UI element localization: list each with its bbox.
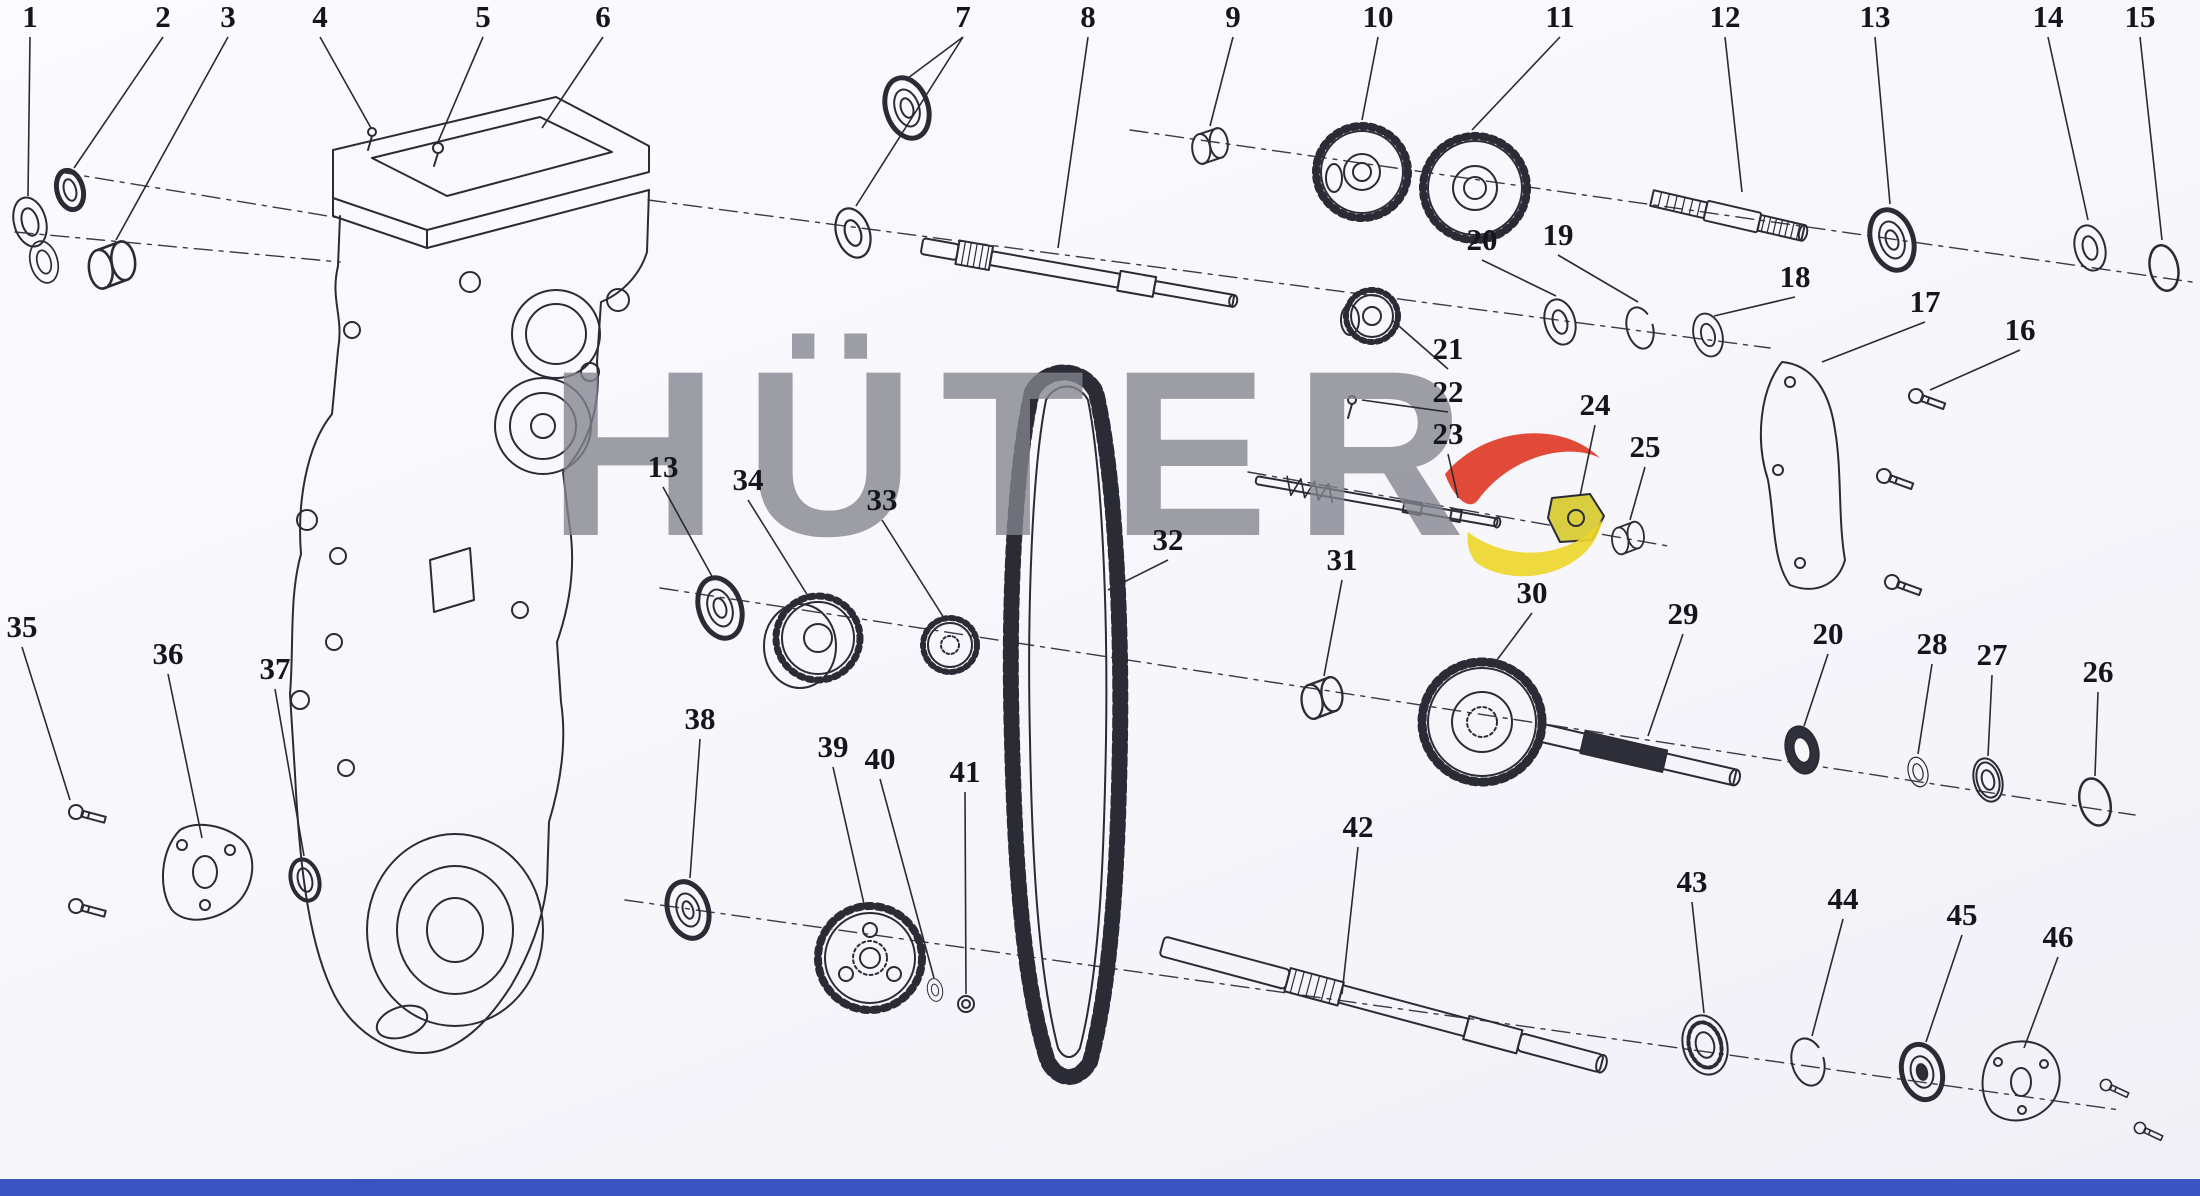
callout-label-10: 10 [1362,0,1394,35]
callout-label-37: 37 [259,651,291,687]
callout-label-43: 43 [1676,864,1708,900]
bolts-35 [66,802,108,922]
o-ring-26 [2077,777,2113,827]
bearing-43 [1681,1014,1729,1076]
callout-label-1: 1 [22,0,38,35]
seal-20 [1538,294,1582,350]
callout-label-27: 27 [1976,637,2008,673]
hub-gear-21 [1340,287,1401,345]
sprocket-34 [763,592,864,689]
lower-shaft-42 [1159,936,1608,1074]
gear-30 [1417,657,1547,787]
brand-logo [1445,433,1602,577]
callout-label-6: 6 [595,0,611,35]
callout-label-41: 41 [949,754,981,790]
callout-label-2: 2 [155,0,171,35]
shift-block-24-hole [1567,509,1585,527]
input-shaft-8 [920,237,1239,308]
callout-label-3: 3 [220,0,236,35]
sprocket-33 [920,615,980,675]
callout-label-7: 7 [955,0,971,35]
callout-label-15: 15 [2124,0,2156,35]
bearing-7 [877,72,936,144]
callout-label-9: 9 [1225,0,1241,35]
callout-label-45: 45 [1946,897,1978,933]
stud-and-plug [367,127,444,167]
logo-yellow-swoosh [1467,520,1602,577]
callout-label-35: 35 [6,609,38,645]
callout-label-28: 28 [1916,626,1948,662]
callout-label-42: 42 [1342,809,1374,845]
gear-10 [1312,122,1412,222]
washer-18 [1687,309,1729,361]
seal-20b [1784,725,1820,775]
callout-label-32: 32 [1152,522,1184,558]
washer-14 [2068,220,2112,276]
callout-label-44: 44 [1827,881,1859,917]
bushing-31 [1297,674,1347,722]
callout-label-30: 30 [1516,575,1548,611]
pin-22 [1347,395,1357,419]
cover-plate-17 [1759,361,1846,590]
bearing-38 [664,879,712,941]
callout-label-20: 20 [1466,222,1498,258]
callout-label-38: 38 [684,701,716,737]
roller-chain-32 [1002,364,1129,1085]
sprocket-39 [814,902,926,1014]
bracket-36 [162,823,254,921]
callout-label-24: 24 [1579,387,1611,423]
bushing-9 [1189,126,1231,166]
footer-bar [0,1179,2200,1196]
seal-27 [1972,757,2004,803]
callout-label-16: 16 [2004,312,2036,348]
callout-label-25: 25 [1629,429,1661,465]
callout-label-8: 8 [1080,0,1096,35]
circlip-19 [1625,306,1655,350]
ring-41 [957,995,975,1013]
ring-37 [288,857,322,903]
callout-label-18: 18 [1779,259,1811,295]
output-shaft-29 [1534,722,1742,787]
logo-red-swoosh [1445,433,1600,505]
callout-label-19: 19 [1542,217,1574,253]
snap-ring-15 [2148,244,2180,292]
washer-40 [924,976,946,1004]
callout-label-46: 46 [2042,919,2074,955]
fork-shaft-23 [1254,475,1502,529]
callout-label-23: 23 [1432,416,1464,452]
callout-label-31: 31 [1326,542,1358,578]
gear-11 [1419,132,1531,244]
callout-label-34: 34 [732,462,764,498]
callout-label-4: 4 [312,0,328,35]
watermark-text: HÜTER [548,322,1491,586]
callout-label-20: 20 [1812,616,1844,652]
ring-28 [1904,754,1932,790]
callout-label-29: 29 [1667,596,1699,632]
callout-label-21: 21 [1432,331,1464,367]
callout-label-33: 33 [866,482,898,518]
gearbox-housing [289,96,650,1055]
callout-label-17: 17 [1909,284,1941,320]
callout-label-22: 22 [1432,374,1464,410]
callout-label-13: 13 [1859,0,1891,35]
bolts-16 [1874,386,1948,600]
callout-label-11: 11 [1545,0,1575,35]
callout-label-5: 5 [475,0,491,35]
callout-label-14: 14 [2032,0,2064,35]
left-washers-and-hub [7,167,140,292]
seal-7 [828,202,878,264]
bearing-45 [1898,1041,1946,1103]
callout-label-12: 12 [1709,0,1741,35]
callout-label-13: 13 [647,449,679,485]
splined-shaft-12 [1649,189,1809,242]
bearing-13 [1862,204,1921,276]
callout-label-39: 39 [817,729,849,765]
callout-label-26: 26 [2082,654,2114,690]
callout-label-36: 36 [152,636,184,672]
circlip-44 [1790,1037,1826,1087]
callout-label-40: 40 [864,741,896,777]
bracket-46 [1981,1040,2165,1145]
